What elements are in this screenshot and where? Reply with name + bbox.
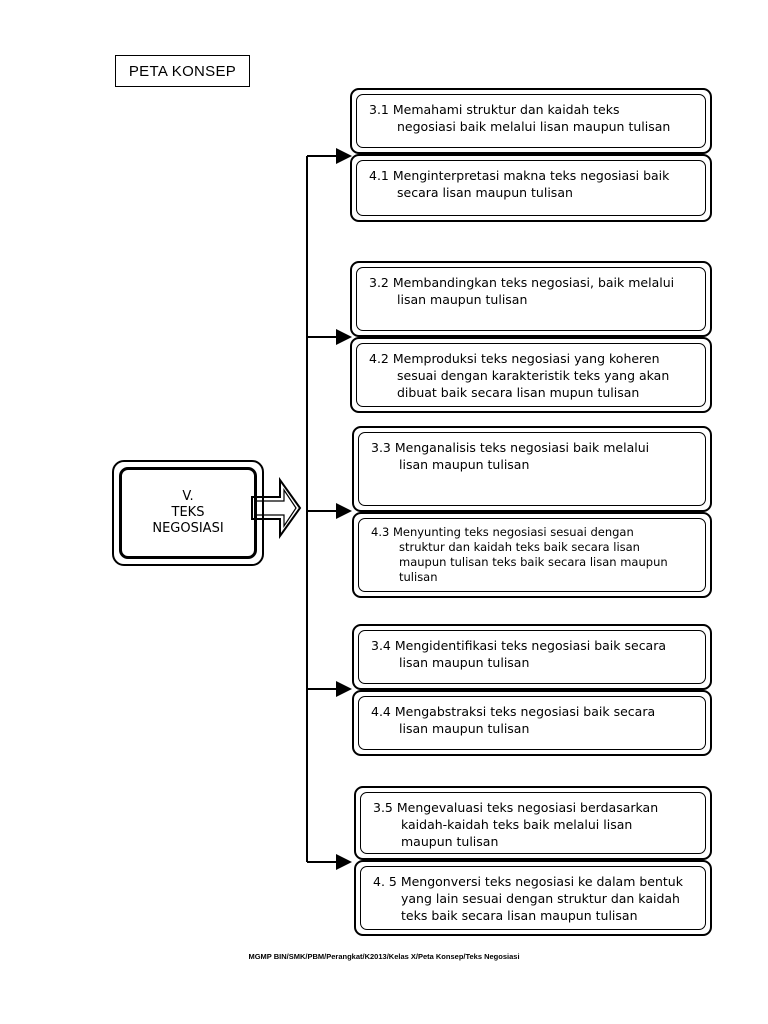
competency-text: tulisan	[399, 570, 438, 584]
competency-text: maupun tulisan teks baik secara lisan ma…	[399, 555, 668, 569]
competency-text: teks baik secara lisan maupun tulisan	[401, 908, 638, 923]
competency-text: 4. 5 Mengonversi teks negosiasi ke dalam…	[373, 874, 683, 889]
competency-box-3-5: 3.5 Mengevaluasi teks negosiasi berdasar…	[354, 786, 712, 860]
competency-text: yang lain sesuai dengan struktur dan kai…	[401, 891, 680, 906]
competency-box-3-3: 3.3 Menganalisis teks negosiasi baik mel…	[352, 426, 712, 512]
competency-text: 4.2 Memproduksi teks negosiasi yang kohe…	[369, 351, 660, 366]
central-topic-line: TEKS	[171, 505, 205, 520]
competency-text: 3.2 Membandingkan teks negosiasi, baik m…	[369, 275, 675, 290]
competency-text: 3.3 Menganalisis teks negosiasi baik mel…	[371, 440, 650, 455]
competency-text: secara lisan maupun tulisan	[397, 185, 573, 200]
central-topic-box: V. TEKS NEGOSIASI	[112, 460, 264, 566]
competency-text: negosiasi baik melalui lisan maupun tuli…	[397, 119, 671, 134]
competency-text: kaidah-kaidah teks baik melalui lisan	[401, 817, 633, 832]
competency-box-4-3: 4.3 Menyunting teks negosiasi sesuai den…	[352, 512, 712, 598]
competency-text: lisan maupun tulisan	[397, 292, 528, 307]
central-topic-line: V.	[182, 489, 194, 504]
competency-text: 3.1 Memahami struktur dan kaidah teks	[369, 102, 620, 117]
competency-box-3-2: 3.2 Membandingkan teks negosiasi, baik m…	[350, 261, 712, 337]
competency-text: struktur dan kaidah teks baik secara lis…	[399, 540, 640, 554]
competency-box-4-4: 4.4 Mengabstraksi teks negosiasi baik se…	[352, 690, 712, 756]
competency-text: 4.3 Menyunting teks negosiasi sesuai den…	[371, 525, 634, 539]
competency-box-3-1: 3.1 Memahami struktur dan kaidah teks ne…	[350, 88, 712, 154]
competency-text: 4.1 Menginterpretasi makna teks negosias…	[369, 168, 670, 183]
competency-box-4-5: 4. 5 Mengonversi teks negosiasi ke dalam…	[354, 860, 712, 936]
competency-text: dibuat baik secara lisan mupun tulisan	[397, 385, 640, 400]
competency-text: 3.4 Mengidentifikasi teks negosiasi baik…	[371, 638, 667, 653]
competency-text: 4.4 Mengabstraksi teks negosiasi baik se…	[371, 704, 656, 719]
competency-box-4-1: 4.1 Menginterpretasi makna teks negosias…	[350, 154, 712, 222]
competency-text: 3.5 Mengevaluasi teks negosiasi berdasar…	[373, 800, 659, 815]
central-topic-line: NEGOSIASI	[152, 521, 224, 536]
competency-text: lisan maupun tulisan	[399, 655, 530, 670]
competency-text: lisan maupun tulisan	[399, 721, 530, 736]
competency-text: sesuai dengan karakteristik teks yang ak…	[397, 368, 670, 383]
competency-text: lisan maupun tulisan	[399, 457, 530, 472]
competency-box-4-2: 4.2 Memproduksi teks negosiasi yang kohe…	[350, 337, 712, 413]
competency-text: maupun tulisan	[401, 834, 499, 849]
competency-box-3-4: 3.4 Mengidentifikasi teks negosiasi baik…	[352, 624, 712, 690]
page-title: PETA KONSEP	[115, 55, 250, 87]
footer-text: MGMP BIN/SMK/PBM/Perangkat/K2013/Kelas X…	[248, 952, 520, 961]
